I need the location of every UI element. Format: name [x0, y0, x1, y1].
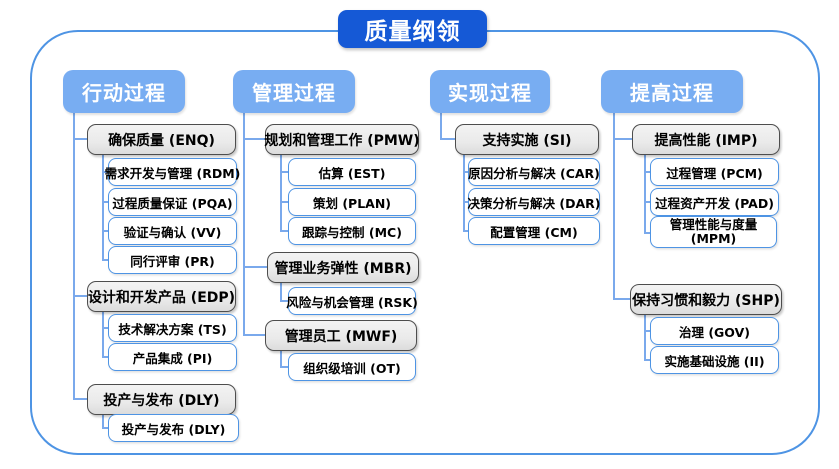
connector-line: [73, 138, 87, 140]
connector-line: [644, 153, 646, 232]
connector-line: [280, 366, 288, 368]
connector-line: [280, 300, 288, 302]
group-box-pmw: 规划和管理工作 (PMW): [264, 124, 420, 155]
connector-line: [280, 201, 288, 203]
connector-line: [102, 327, 108, 329]
process-box-ts: 技术解决方案 (TS): [108, 314, 237, 342]
process-box-gov: 治理 (GOV): [650, 317, 779, 345]
connector-line: [102, 310, 104, 356]
column-header-implementation: 实现过程: [430, 70, 550, 113]
connector-line: [463, 230, 468, 232]
connector-line: [613, 298, 630, 300]
column-header-management: 管理过程: [233, 70, 355, 113]
process-box-dar: 决策分析与解决 (DAR): [468, 188, 600, 216]
process-box-car: 原因分析与解决 (CAR): [468, 158, 600, 186]
group-box-mbr: 管理业务弹性 (MBR): [267, 252, 419, 283]
connector-line: [644, 171, 650, 173]
process-box-mc: 跟踪与控制 (MC): [288, 217, 416, 245]
diagram-title: 质量纲领: [338, 10, 487, 48]
connector-line: [644, 313, 646, 359]
process-box-plan: 策划 (PLAN): [288, 188, 416, 216]
connector-line: [463, 201, 468, 203]
process-box-pqa: 过程质量保证 (PQA): [108, 188, 237, 216]
group-box-edp: 设计和开发产品 (EDP): [87, 281, 236, 312]
connector-line: [102, 171, 108, 173]
connector-line: [102, 413, 104, 427]
column-header-action: 行动过程: [63, 70, 185, 113]
connector-line: [102, 230, 108, 232]
connector-line: [463, 171, 468, 173]
connector-line: [440, 138, 455, 140]
process-box-dly: 投产与发布 (DLY): [108, 414, 239, 442]
process-box-vv: 验证与确认 (VV): [108, 217, 237, 245]
process-box-est: 估算 (EST): [288, 158, 416, 186]
connector-line: [280, 349, 282, 366]
process-box-pr: 同行评审 (PR): [108, 246, 237, 274]
connector-line: [243, 334, 265, 336]
connector-line: [102, 153, 104, 259]
connector-line: [613, 113, 615, 298]
process-box-pad: 过程资产开发 (PAD): [650, 188, 779, 216]
connector-line: [644, 201, 650, 203]
process-box-pcm: 过程管理 (PCM): [650, 158, 779, 186]
group-box-imp: 提高性能 (IMP): [632, 124, 780, 155]
connector-line: [73, 398, 87, 400]
group-box-dly: 投产与发布 (DLY): [87, 384, 236, 415]
process-box-rdm: 需求开发与管理 (RDM): [105, 158, 240, 186]
column-header-improvement: 提高过程: [601, 70, 743, 113]
connector-line: [102, 427, 108, 429]
connector-line: [644, 232, 650, 234]
connector-line: [644, 359, 650, 361]
group-box-si: 支持实施 (SI): [455, 124, 599, 155]
process-box-pi: 产品集成 (PI): [108, 343, 237, 371]
connector-line: [440, 113, 442, 138]
connector-line: [613, 138, 632, 140]
connector-line: [243, 138, 265, 140]
connector-line: [280, 230, 288, 232]
connector-line: [102, 259, 108, 261]
group-box-mwf: 管理员工 (MWF): [265, 320, 417, 351]
connector-line: [73, 113, 75, 398]
process-box-rsk: 风险与机会管理 (RSK): [286, 287, 418, 315]
connector-line: [280, 281, 282, 300]
process-box-mpm: 管理性能与度量 (MPM): [650, 216, 777, 248]
process-box-cm: 配置管理 (CM): [468, 217, 600, 245]
connector-line: [280, 153, 282, 230]
connector-line: [243, 113, 245, 334]
process-box-ot: 组织级培训 (OT): [288, 353, 416, 381]
connector-line: [463, 153, 465, 230]
group-box-enq: 确保质量 (ENQ): [87, 124, 236, 155]
connector-line: [73, 295, 87, 297]
connector-line: [644, 330, 650, 332]
connector-line: [102, 201, 108, 203]
connector-line: [280, 171, 288, 173]
group-box-shp: 保持习惯和毅力 (SHP): [630, 284, 782, 315]
connector-line: [243, 266, 267, 268]
process-box-ii: 实施基础设施 (II): [650, 346, 779, 374]
connector-line: [102, 356, 108, 358]
